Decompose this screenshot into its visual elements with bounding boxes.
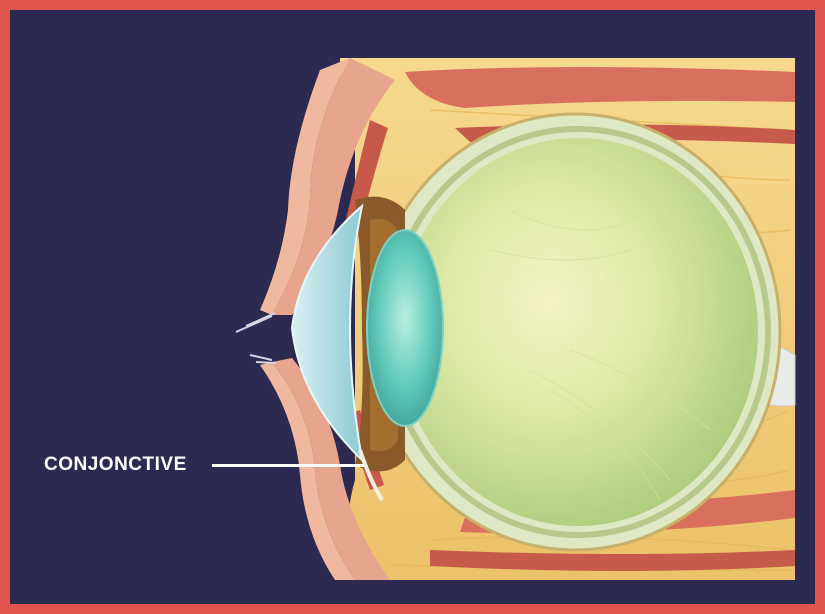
eye-cross-section-illustration	[10, 10, 815, 604]
vitreous-body	[398, 138, 758, 526]
conjunctiva-leader-line	[212, 464, 364, 467]
eyelashes	[236, 313, 276, 363]
lens	[367, 230, 443, 426]
conjunctiva-label: CONJONCTIVE	[44, 454, 187, 476]
